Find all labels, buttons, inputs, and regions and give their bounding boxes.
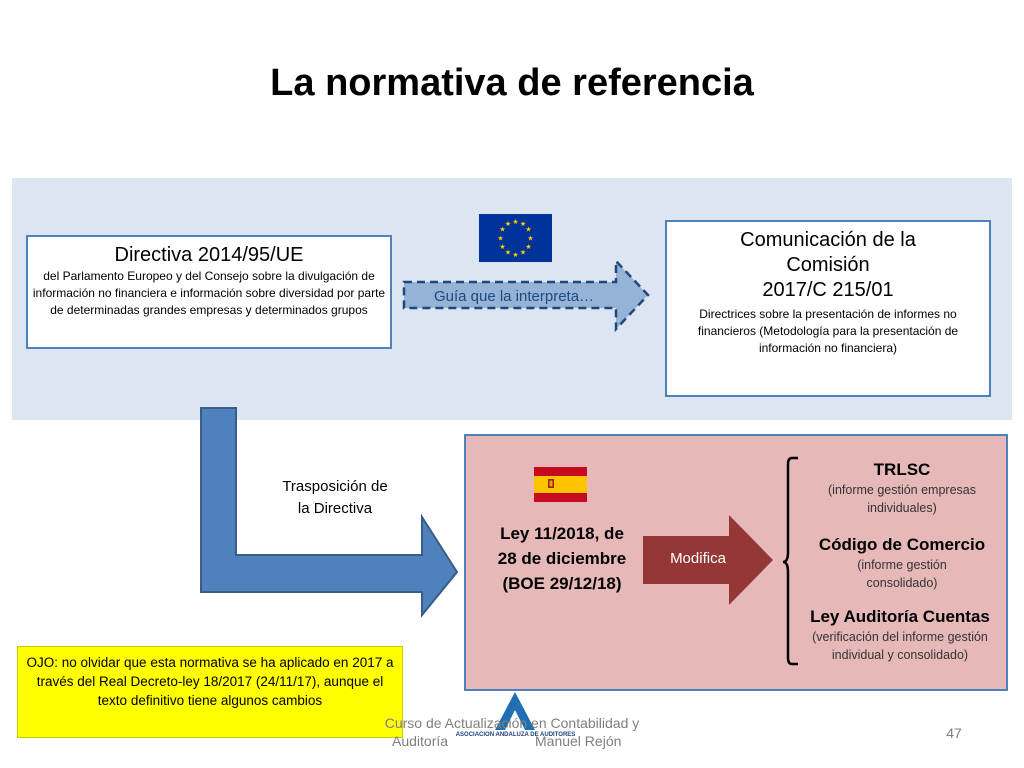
comunicacion-reference: 2017/C 215/01 xyxy=(762,279,894,301)
spain-flag-icon xyxy=(534,467,587,502)
page-number: 47 xyxy=(946,725,962,741)
ley-11-2018: Ley 11/2018, de 28 de diciembre (BOE 29/… xyxy=(478,521,646,596)
svg-text:★: ★ xyxy=(520,249,526,257)
ley-line3: (BOE 29/12/18) xyxy=(502,574,622,593)
law-auditoria-desc: (verificación del informe gestión indivi… xyxy=(812,630,988,662)
eu-flag-icon: ★ ★ ★ ★ ★ ★ ★ ★ ★ ★ ★ ★ xyxy=(479,214,552,262)
logo-text: ASOCIACION ANDALUZA DE AUDITORES xyxy=(456,732,576,738)
asociacion-logo: ASOCIACION ANDALUZA DE AUDITORES xyxy=(456,692,576,738)
directiva-box: Directiva 2014/95/UE del Parlamento Euro… xyxy=(26,235,392,349)
comunicacion-description: Directrices sobre la presentación de inf… xyxy=(697,307,959,355)
ley-line2: 28 de diciembre xyxy=(497,549,627,568)
law-trlsc: TRLSC (informe gestión empresas individu… xyxy=(800,459,1004,517)
guia-arrow xyxy=(402,258,650,332)
law-codigo-comercio: Código de Comercio (informe gestión cons… xyxy=(800,534,1004,592)
svg-text:★: ★ xyxy=(512,218,518,226)
svg-text:★: ★ xyxy=(499,226,505,234)
modifica-arrow xyxy=(643,515,773,605)
left-brace xyxy=(782,456,798,666)
svg-text:★: ★ xyxy=(525,243,531,251)
trasposicion-line1: Trasposición de xyxy=(282,478,388,495)
comunicacion-box: Comunicación de la Comisión 2017/C 215/0… xyxy=(665,220,991,397)
directiva-description: del Parlamento Europeo y del Consejo sob… xyxy=(32,269,386,317)
comunicacion-title-line1: Comunicación de la xyxy=(740,229,916,251)
directiva-name: Directiva 2014/95/UE xyxy=(114,244,304,266)
svg-text:★: ★ xyxy=(520,220,526,228)
svg-text:★: ★ xyxy=(525,226,531,234)
trasposicion-line2: la Directiva xyxy=(297,500,373,517)
slide-title: La normativa de referencia xyxy=(270,62,754,104)
svg-text:★: ★ xyxy=(527,235,533,243)
svg-text:★: ★ xyxy=(499,243,505,251)
trasposicion-arrow xyxy=(200,407,459,618)
law-trlsc-name: TRLSC xyxy=(873,460,931,479)
comunicacion-title-line2: Comisión xyxy=(786,254,870,276)
law-trlsc-desc: (informe gestión empresas individuales) xyxy=(828,483,976,515)
footer-auditoria: Auditoría xyxy=(392,733,449,749)
law-auditoria-cuentas: Ley Auditoría Cuentas (verificación del … xyxy=(795,606,1005,664)
modifica-label: Modifica xyxy=(670,550,726,567)
ley-line1: Ley 11/2018, de xyxy=(500,524,624,543)
guia-label: Guía que la interpreta… xyxy=(433,288,595,305)
footer-author: Manuel Rejón xyxy=(535,733,622,749)
law-codigo-name: Código de Comercio xyxy=(818,535,986,554)
trasposicion-label: Trasposición de la Directiva xyxy=(265,476,405,520)
law-codigo-desc: (informe gestión consolidado) xyxy=(857,558,947,590)
svg-text:★: ★ xyxy=(505,249,511,257)
svg-text:★: ★ xyxy=(497,235,503,243)
footer-course: Curso de Actualización en Contabilidad y xyxy=(384,715,640,731)
warning-note: OJO: no olvidar que esta normativa se ha… xyxy=(17,646,403,738)
law-auditoria-name: Ley Auditoría Cuentas xyxy=(810,607,990,626)
svg-text:★: ★ xyxy=(512,251,518,259)
svg-text:★: ★ xyxy=(505,220,511,228)
